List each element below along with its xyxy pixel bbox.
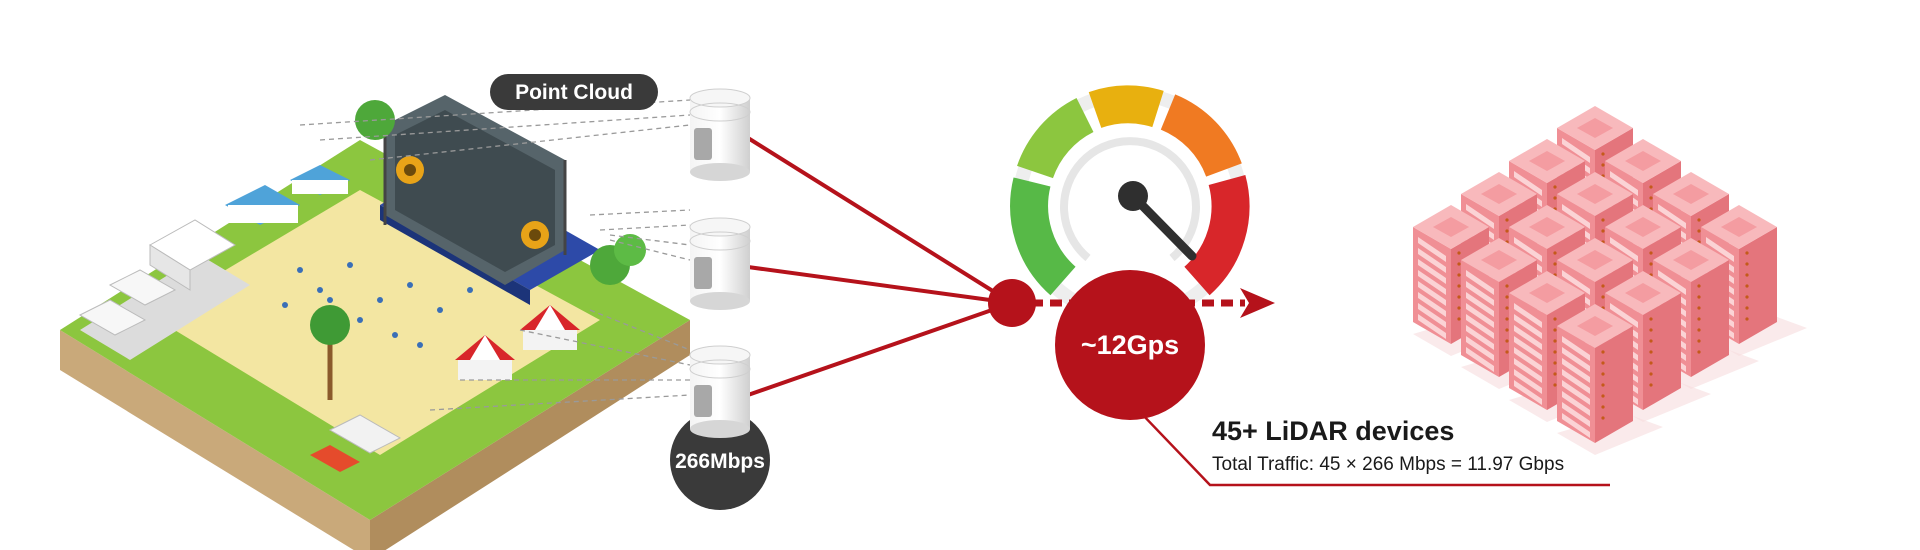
festival-illustration	[60, 95, 690, 550]
sensor-rate-label: 266Mbps	[675, 450, 765, 473]
lidar-sensor-icon	[689, 345, 751, 438]
traffic-formula: Total Traffic: 45 × 266 Mbps = 11.97 Gbp…	[1212, 454, 1564, 475]
lidar-sensor-icon	[689, 88, 751, 181]
aggregate-speed-badge: ~12Gps	[1055, 270, 1205, 420]
crowd-icon	[282, 262, 473, 348]
lidar-sensor-icon	[689, 217, 751, 310]
point-cloud-badge: Point Cloud	[490, 74, 658, 110]
server-rack	[1557, 304, 1663, 455]
speedometer-icon	[1010, 85, 1250, 323]
server-rack-cluster-icon	[1413, 106, 1807, 455]
aggregate-speed-label: ~12Gps	[1081, 330, 1179, 360]
vehicles-icon	[78, 219, 402, 472]
point-cloud-label: Point Cloud	[515, 81, 633, 104]
stage-icon	[380, 95, 600, 305]
sensor-rate-badge: 266Mbps	[670, 410, 770, 510]
devices-title: 45+ LiDAR devices	[1212, 416, 1454, 446]
tree-icon	[310, 100, 646, 400]
callout-line	[1139, 411, 1610, 487]
junction-node	[988, 279, 1036, 327]
tent-icon	[225, 165, 580, 380]
connection-lines	[746, 136, 1014, 397]
